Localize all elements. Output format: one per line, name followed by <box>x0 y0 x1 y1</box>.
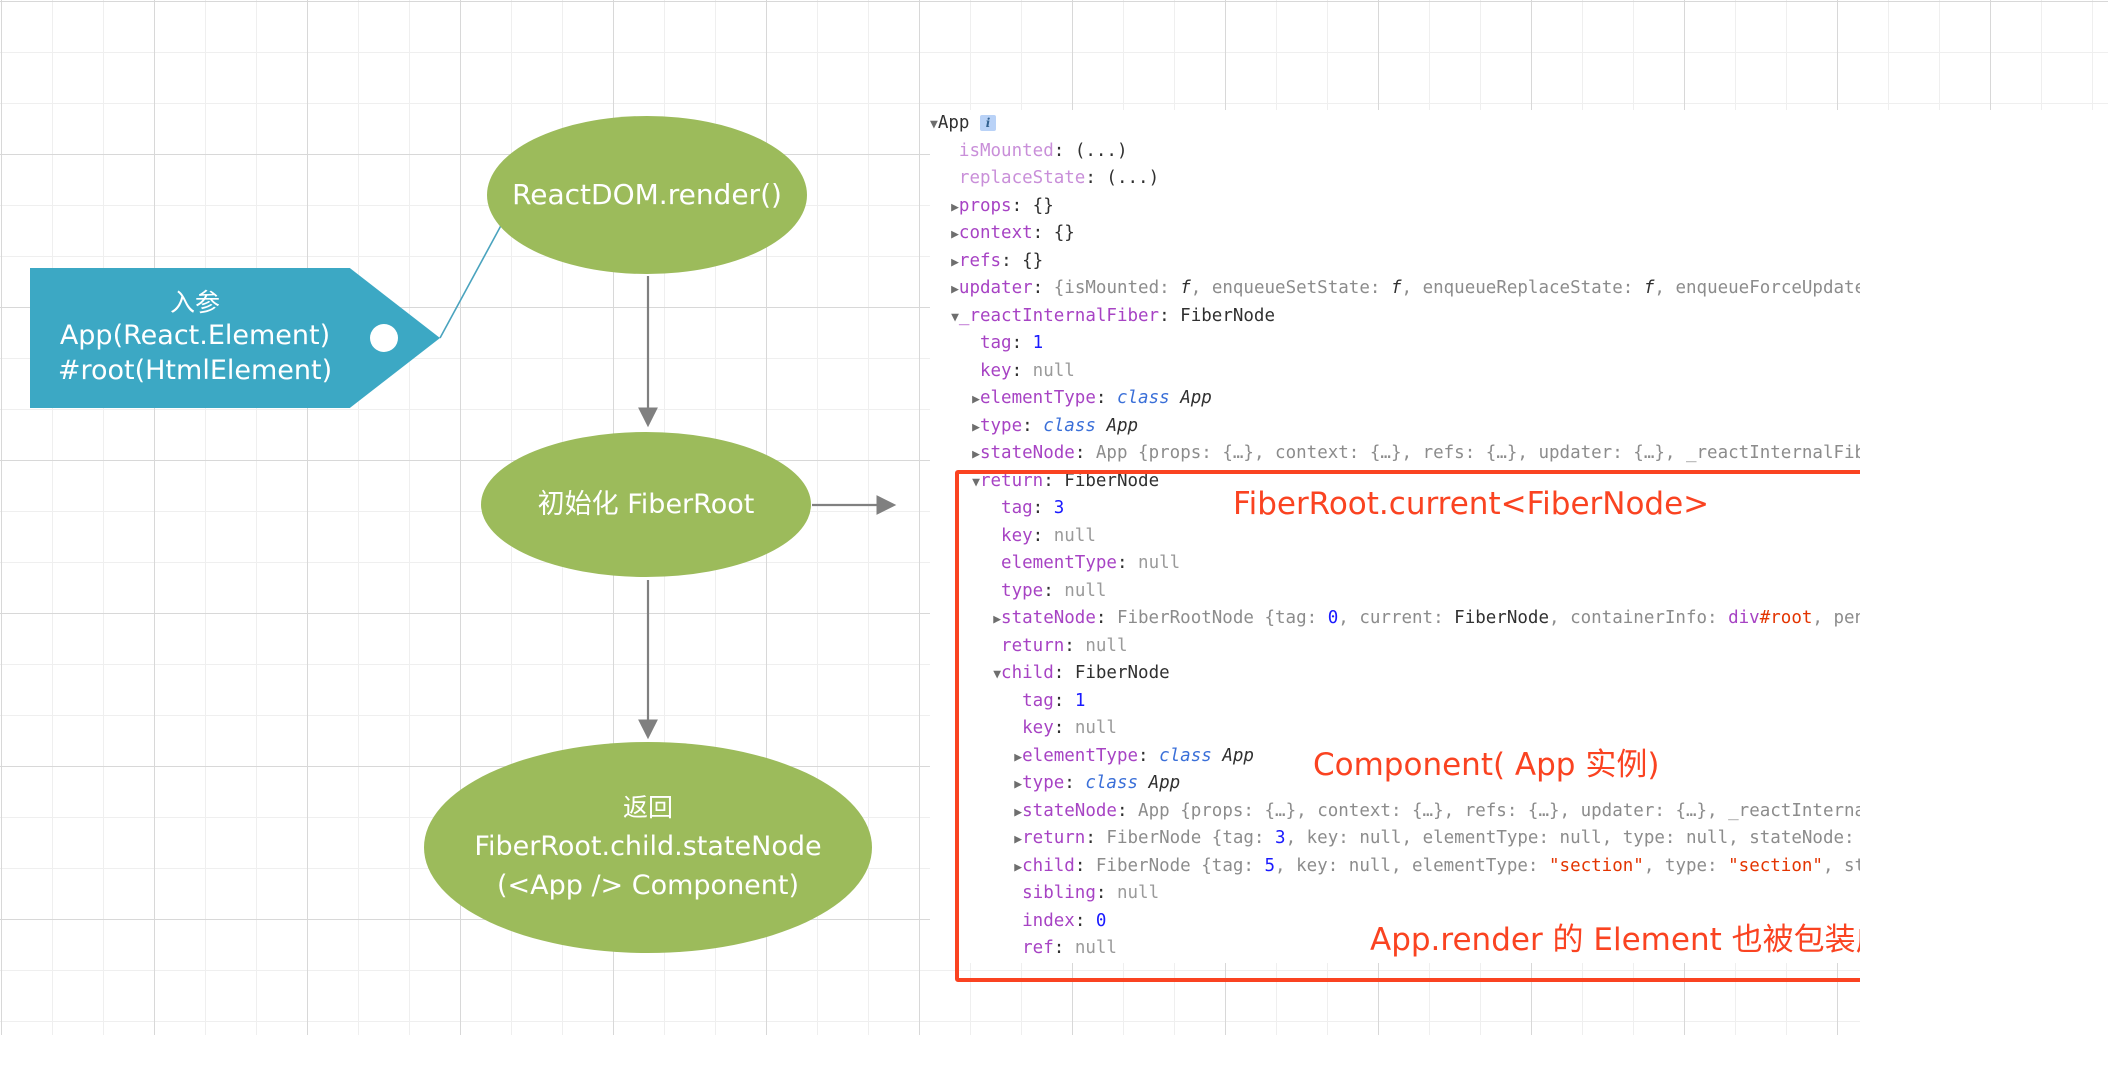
prop-key[interactable]: updater <box>958 278 1033 298</box>
disclosure-triangle-closed[interactable]: ▶ <box>972 419 980 435</box>
console-line[interactable]: ▶type: class App <box>972 415 1139 436</box>
node-return-statenode: 返回 FiberRoot.child.stateNode (<App /> Co… <box>424 742 872 953</box>
console-line[interactable]: ▶type: class App <box>1014 773 1181 793</box>
prop-key[interactable]: stateNode <box>1001 608 1096 628</box>
canvas-edge-mask-right <box>1860 115 2108 1074</box>
annotation-component-app: Component( App 实例) <box>1313 747 1660 783</box>
prop-key[interactable]: elementType <box>1022 745 1139 766</box>
disclosure-triangle-closed[interactable]: ▶ <box>993 612 1002 627</box>
disclosure-triangle-closed[interactable]: ▶ <box>972 447 980 462</box>
canvas-edge-mask-bottom <box>0 1035 2108 1074</box>
disclosure-triangle-closed[interactable]: ▶ <box>1014 832 1023 847</box>
prop-key[interactable]: return <box>1001 635 1065 656</box>
prop-key[interactable]: tag <box>1022 690 1054 711</box>
console-line[interactable]: ▼return: FiberNode <box>972 470 1160 491</box>
prop-key[interactable]: key <box>1001 525 1033 546</box>
prop-key[interactable]: return <box>1022 828 1086 848</box>
console-line[interactable]: tag: 1 <box>1022 690 1086 711</box>
console-line[interactable]: return: null <box>1001 635 1128 656</box>
prop-key[interactable]: ref <box>1022 938 1054 958</box>
console-line[interactable]: ▶elementType: class App <box>1014 745 1254 766</box>
node-init-fiberroot-label: 初始化 FiberRoot <box>537 488 755 520</box>
console-line[interactable]: ▶props: {} <box>951 195 1054 216</box>
node-reactdom-render-label: ReactDOM.render() <box>512 177 782 211</box>
console-line[interactable]: ▼App i <box>930 110 2100 138</box>
prop-key[interactable]: type <box>1022 773 1065 793</box>
prop-key[interactable]: tag <box>1001 498 1033 518</box>
prop-key[interactable]: child <box>1001 663 1054 683</box>
node-reactdom-render: ReactDOM.render() <box>487 116 807 274</box>
tag-hole-icon <box>370 324 398 352</box>
disclosure-triangle-closed[interactable]: ▶ <box>1014 777 1023 792</box>
disclosure-triangle-closed[interactable]: ▶ <box>951 199 959 215</box>
prop-key[interactable]: _reactInternalFiber <box>958 305 1160 326</box>
prop-key[interactable]: child <box>1022 855 1075 876</box>
prop-key[interactable]: type <box>979 415 1023 436</box>
prop-key[interactable]: return <box>979 470 1044 491</box>
console-line[interactable]: type: null <box>1001 580 1107 601</box>
console-line[interactable]: ▶refs: {} <box>951 250 1044 271</box>
node-return-line1: 返回 <box>622 793 673 823</box>
prop-key[interactable]: elementType <box>979 388 1096 408</box>
console-line[interactable]: key: null <box>979 360 1075 381</box>
disclosure-triangle-open[interactable]: ▼ <box>972 474 980 490</box>
disclosure-triangle-closed[interactable]: ▶ <box>951 227 959 242</box>
prop-key[interactable]: index <box>1022 910 1075 931</box>
console-line[interactable]: ▼child: FiberNode <box>993 663 1170 683</box>
console-line[interactable]: index: 0 <box>1022 910 1107 931</box>
console-line[interactable]: ▶elementType: class App <box>972 388 1212 408</box>
disclosure-triangle-open[interactable]: ▼ <box>951 309 959 325</box>
prop-key[interactable]: key <box>1022 718 1054 738</box>
disclosure-triangle-closed[interactable]: ▶ <box>1014 804 1023 820</box>
prop-key[interactable]: stateNode <box>1022 800 1117 821</box>
console-line[interactable]: ▼_reactInternalFiber: FiberNode <box>951 305 1275 326</box>
disclosure-triangle-closed[interactable]: ▶ <box>951 254 959 270</box>
console-line[interactable]: tag: 1 <box>979 333 1044 353</box>
prop-key[interactable]: stateNode <box>979 443 1075 463</box>
node-return-line2: FiberRoot.child.stateNode <box>474 830 822 862</box>
console-line[interactable]: ref: null <box>1022 938 1117 958</box>
prop-key[interactable]: context <box>958 223 1033 243</box>
prop-key[interactable]: type <box>1001 580 1044 601</box>
console-line[interactable]: sibling: null <box>1022 883 1160 903</box>
console-line[interactable]: elementType: null <box>1001 553 1181 573</box>
console-line[interactable]: key: null <box>1022 718 1117 738</box>
prop-key[interactable]: replaceState <box>958 168 1086 188</box>
disclosure-triangle-closed[interactable]: ▶ <box>1014 749 1023 765</box>
info-icon: i <box>979 115 996 131</box>
console-line[interactable]: ▶context: {} <box>951 223 1075 243</box>
prop-key[interactable]: tag <box>979 333 1012 353</box>
prop-key[interactable]: props <box>958 195 1012 216</box>
prop-key[interactable]: key <box>979 360 1012 381</box>
disclosure-triangle-open[interactable]: ▼ <box>993 667 1002 682</box>
prop-key[interactable]: isMounted <box>958 140 1054 161</box>
disclosure-triangle-closed[interactable]: ▶ <box>1014 859 1023 875</box>
disclosure-triangle-closed[interactable]: ▶ <box>972 392 980 407</box>
input-params-tag: 入参 App(React.Element) #root(HtmlElement) <box>30 268 440 408</box>
node-return-line3: (<App /> Component) <box>496 869 800 901</box>
console-line[interactable]: key: null <box>1001 525 1096 546</box>
prop-key[interactable]: elementType <box>1001 553 1117 573</box>
console-line[interactable]: replaceState: (...) <box>958 168 1160 188</box>
prop-key[interactable]: refs <box>958 250 1002 271</box>
disclosure-triangle-open[interactable]: ▼ <box>930 117 938 132</box>
console-line[interactable]: isMounted: (...) <box>958 140 1128 161</box>
node-init-fiberroot: 初始化 FiberRoot <box>481 432 811 577</box>
prop-key[interactable]: sibling <box>1022 883 1096 903</box>
disclosure-triangle-closed[interactable]: ▶ <box>951 282 959 297</box>
console-line[interactable]: tag: 3 <box>1001 498 1065 518</box>
annotation-fiberroot-current: FiberRoot.current<FiberNode> <box>1233 486 1710 522</box>
